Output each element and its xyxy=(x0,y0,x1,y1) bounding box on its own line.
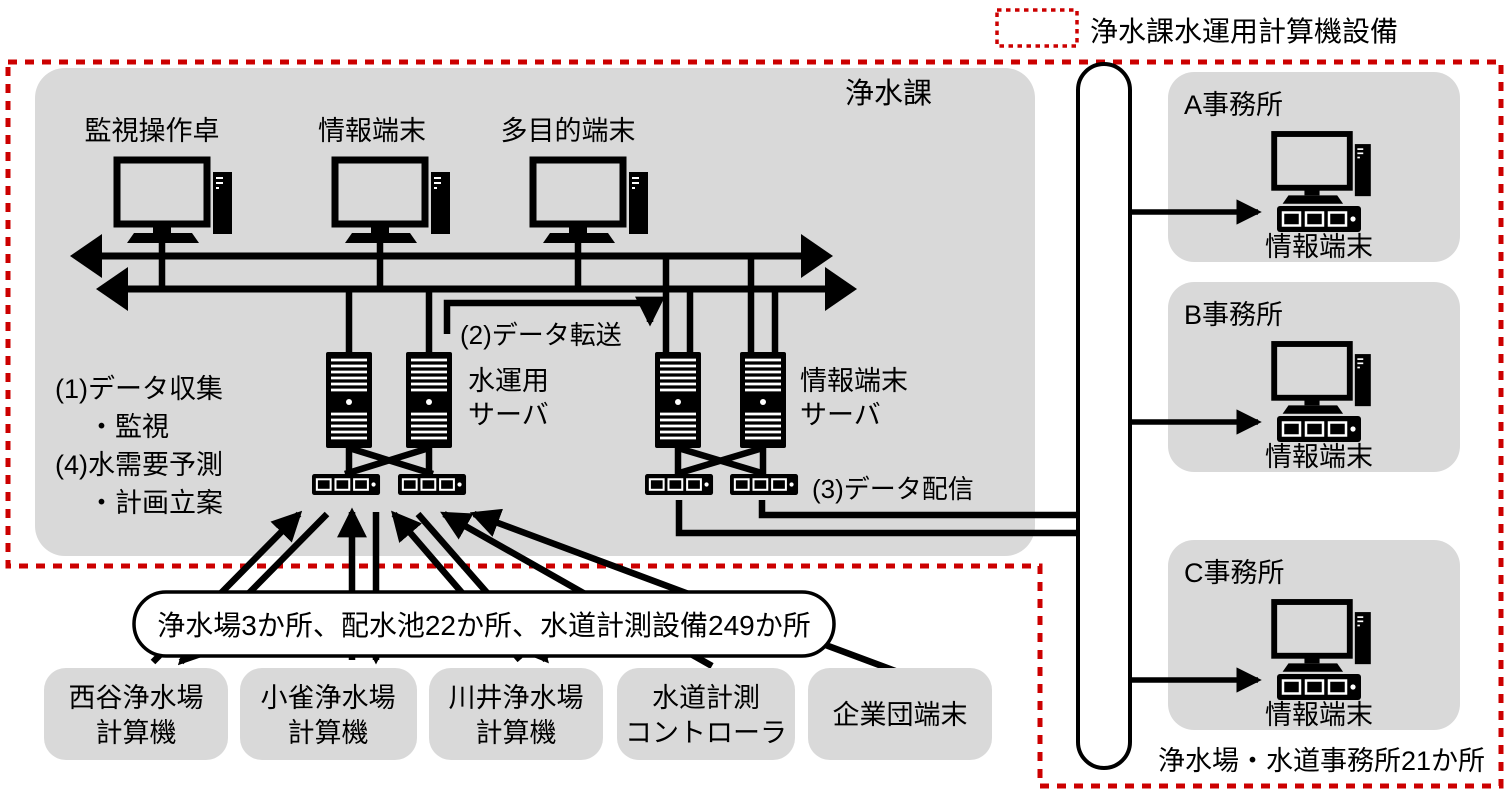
terminal-label: 多目的端末 xyxy=(501,116,636,146)
legend: 浄水課水運用計算機設備 xyxy=(995,8,1398,48)
office-a: A事務所 情報端末 xyxy=(1129,72,1460,262)
field-summary-label: 浄水場3か所、配水池22か所、水道計測設備249か所 xyxy=(157,610,810,641)
data-transfer-label: (2)データ転送 xyxy=(460,320,622,350)
server-tower-icon xyxy=(653,350,703,450)
offices-note: 浄水場・水道事務所21か所 xyxy=(1158,746,1485,776)
data-transfer-arrow-icon xyxy=(443,296,665,334)
switch-icon xyxy=(728,472,800,497)
legend-dashed-swatch xyxy=(995,8,1079,48)
field-node-label-1: 小雀浄水場 xyxy=(261,683,396,713)
field-node-label-1: 川井浄水場 xyxy=(449,683,584,713)
info-server-label-2: サーバ xyxy=(800,400,881,430)
terminal-monitoring-console: 監視操作卓 xyxy=(85,116,233,292)
office-c: C事務所 情報端末 xyxy=(1129,540,1460,730)
office-name: A事務所 xyxy=(1184,90,1283,120)
terminal-label: 情報端末 xyxy=(318,116,426,146)
office-name: C事務所 xyxy=(1184,558,1285,588)
field-node-label-2: 計算機 xyxy=(476,718,557,748)
info-terminal-servers: 情報端末 サーバ (3)データ配信 xyxy=(643,258,974,504)
switch-icon xyxy=(643,472,715,497)
office-terminal-label: 情報端末 xyxy=(1265,232,1373,262)
dual-bus xyxy=(70,234,857,311)
terminal-info: 情報端末 xyxy=(318,116,450,292)
bus-lower-left-arrow-icon xyxy=(96,267,128,311)
office-b: B事務所 情報端末 xyxy=(1129,282,1460,472)
bus-upper-left-arrow-icon xyxy=(70,234,102,278)
switch-icon xyxy=(310,472,382,497)
water-operation-servers: 水運用 サーバ xyxy=(310,289,549,497)
server-switch-cross-links xyxy=(344,444,434,478)
switch-icon xyxy=(1275,672,1363,702)
field-summary-pill: 浄水場3か所、配水池22か所、水道計測設備249か所 xyxy=(132,590,836,658)
system-boundary xyxy=(5,59,1504,789)
info-server-label-1: 情報端末 xyxy=(800,366,908,396)
water-server-label-2: サーバ xyxy=(468,400,549,430)
field-node-label-1: 西谷浄水場 xyxy=(69,683,204,713)
server-tower-icon xyxy=(738,350,788,450)
water-server-label-1: 水運用 xyxy=(468,366,549,396)
office-terminal-label: 情報端末 xyxy=(1265,442,1373,472)
bus-lower-right-arrow-icon xyxy=(825,267,857,311)
function-1-label: (1)データ収集 xyxy=(55,374,223,404)
field-node-label-1: 水道計測 xyxy=(652,683,760,713)
office-terminal-label: 情報端末 xyxy=(1265,700,1373,730)
field-node-kosuzume: 小雀浄水場 計算機 xyxy=(240,668,417,760)
bus-upper-right-arrow-icon xyxy=(801,234,833,278)
server-switch-cross-links xyxy=(674,444,767,478)
plant-title: 浄水課 xyxy=(845,77,932,110)
function-annotations: (1)データ収集 ・監視 (4)水需要予測 ・計画立案 xyxy=(55,374,223,518)
data-delivery-label: (3)データ配信 xyxy=(812,474,974,504)
field-node-label-2: コントローラ xyxy=(625,718,787,748)
switch-icon xyxy=(1275,414,1363,444)
field-node-nishiya: 西谷浄水場 計算機 xyxy=(44,668,228,760)
data-transfer-flow: (2)データ転送 xyxy=(443,296,665,350)
terminal-multipurpose: 多目的端末 xyxy=(501,116,649,292)
field-node-label-2: 計算機 xyxy=(96,718,177,748)
field-node-label-1: 企業団端末 xyxy=(833,700,968,730)
wan-backbone xyxy=(1076,62,1132,770)
server-tower-icon xyxy=(404,350,454,450)
field-node-label-2: 計算機 xyxy=(288,718,369,748)
field-node-kawai: 川井浄水場 計算機 xyxy=(429,668,603,760)
function-1-sub-label: ・監視 xyxy=(88,412,169,442)
server-tower-icon xyxy=(324,350,374,450)
function-4-label: (4)水需要予測 xyxy=(55,450,223,480)
terminal-label: 監視操作卓 xyxy=(85,116,220,146)
delivery-links xyxy=(675,500,1078,537)
field-node-metering-controller: 水道計測 コントローラ xyxy=(617,668,795,760)
switch-icon xyxy=(396,472,468,497)
legend-label: 浄水課水運用計算機設備 xyxy=(1090,16,1398,47)
function-4-sub-label: ・計画立案 xyxy=(88,488,223,518)
field-node-kigyodan: 企業団端末 xyxy=(808,668,992,760)
switch-icon xyxy=(1275,204,1363,234)
office-name: B事務所 xyxy=(1184,300,1283,330)
